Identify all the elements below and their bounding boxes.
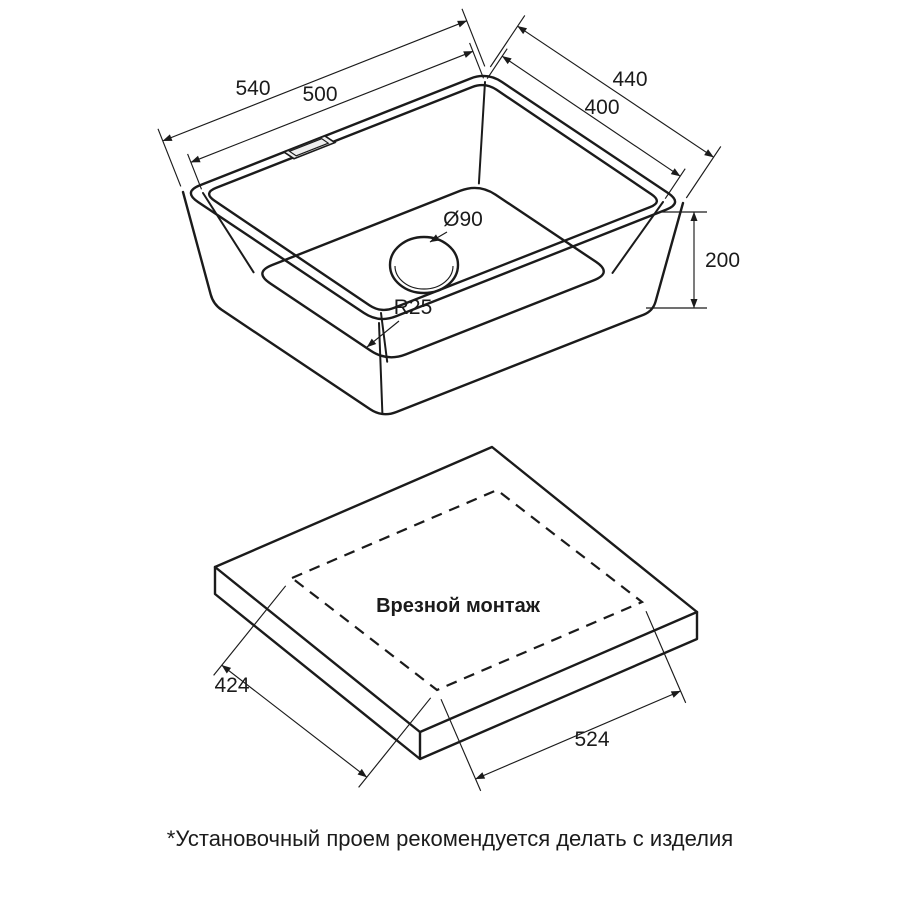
- dimension-inner-width: 500: [187, 42, 485, 190]
- extension-line: [645, 610, 687, 704]
- mount-type-label: Врезной монтаж: [376, 595, 541, 617]
- extension-line: [664, 168, 686, 200]
- dim-outer-width-label: 540: [235, 77, 270, 100]
- dimension-line: [475, 690, 681, 780]
- leader-line: [429, 231, 448, 243]
- extension-line: [187, 153, 203, 190]
- dim-corner-radius-label: R25: [394, 296, 433, 319]
- sink-inner-rim-outline: [207, 83, 659, 312]
- sink-front-corner-edge: [378, 322, 384, 415]
- countertop-side-faces: [213, 565, 699, 761]
- drain-hole-inner-lip: [394, 265, 454, 290]
- bowl-wall-edge-back: [477, 81, 486, 185]
- extension-line: [157, 128, 182, 187]
- dim-height-label: 200: [705, 249, 740, 272]
- dim-cutout-width-label: 524: [574, 728, 609, 751]
- dim-inner-depth-label: 400: [584, 96, 619, 119]
- extension-line: [213, 585, 287, 676]
- dimension-line: [221, 664, 368, 778]
- dimension-line: [162, 20, 468, 142]
- dimension-line: [501, 55, 681, 177]
- dim-drain-label: Ø90: [443, 208, 483, 231]
- extension-line: [358, 697, 432, 788]
- dimension-cutout-width: 524: [440, 610, 687, 792]
- countertop-cutout-view: Врезной монтаж 424 524: [213, 445, 699, 792]
- dimension-corner-radius: R25: [366, 296, 433, 348]
- dim-cutout-depth-label: 424: [214, 674, 249, 697]
- extension-line: [461, 8, 486, 67]
- dimension-line: [190, 50, 474, 163]
- footnote: *Установочный проем рекомендуется делать…: [167, 826, 733, 851]
- dim-inner-width-label: 500: [302, 83, 337, 106]
- dimension-line: [517, 25, 714, 158]
- drain-hole-outline: [388, 235, 460, 295]
- dimension-inner-depth: 400: [486, 48, 686, 200]
- extension-line: [486, 48, 508, 80]
- bowl-wall-edge-front: [380, 312, 389, 363]
- sink-isometric-view: [181, 74, 685, 416]
- brand-plate: [282, 135, 337, 160]
- extension-line: [469, 42, 485, 79]
- extension-line: [489, 15, 526, 68]
- dim-outer-depth-label: 440: [612, 68, 647, 91]
- bowl-floor-outline: [261, 186, 605, 359]
- sink-body-outline: [181, 190, 685, 416]
- dimension-drain-diameter: Ø90: [429, 208, 483, 243]
- sink-dimensions: 540 500 440 400 200: [157, 8, 740, 348]
- bowl-wall-edge-right: [611, 201, 664, 274]
- bowl-wall-edge-left: [202, 192, 255, 274]
- extension-line: [685, 146, 722, 199]
- dimension-cutout-depth: 424: [213, 585, 432, 788]
- extension-line: [440, 698, 482, 792]
- sink-outer-rim-outline: [189, 74, 677, 321]
- leader-line: [366, 320, 400, 348]
- dimension-height: 200: [646, 211, 740, 309]
- cutout-dashed-outline: [289, 488, 645, 692]
